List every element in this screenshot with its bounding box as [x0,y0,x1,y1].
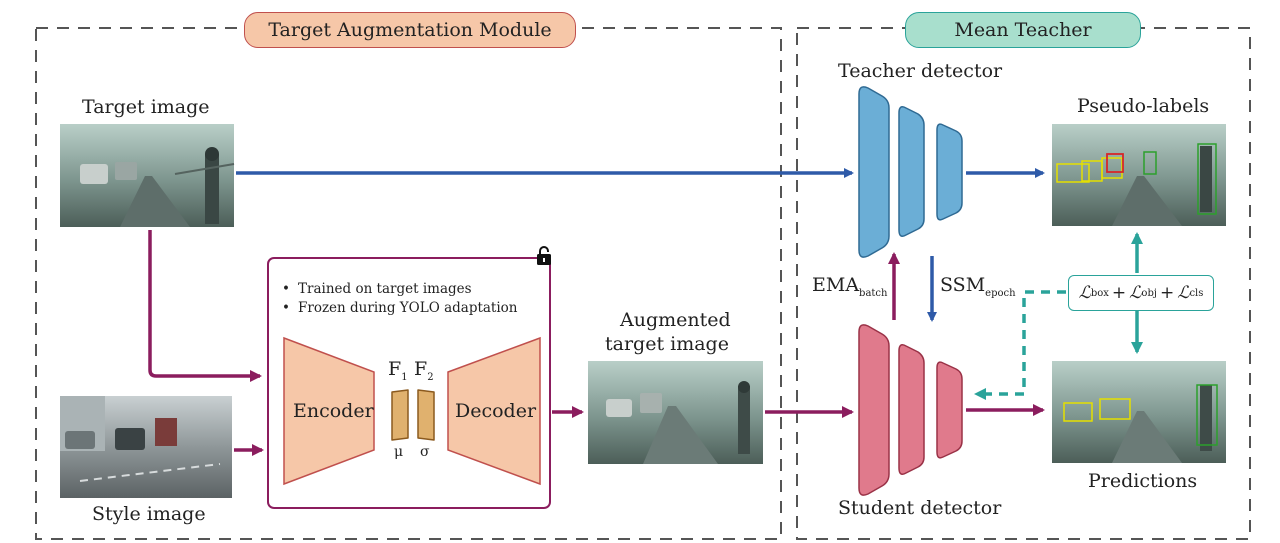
sigma-label: σ [420,444,430,460]
encoder-label: Encoder [293,400,374,422]
decoder-label: Decoder [455,400,537,422]
decoder-shape [447,336,541,486]
adain-bullets: •Trained on target images •Frozen during… [282,280,518,318]
teacher-bar-1 [858,86,890,258]
feature-block-1 [391,389,409,441]
ema-label: EMAbatch [812,274,888,299]
predictions-image [1052,361,1226,463]
arrow-loss-to-student [974,290,1066,400]
arrow-target-to-adain [148,230,262,382]
tam-title: Target Augmentation Module [244,12,576,48]
f2-label: F2 [414,358,434,383]
adain-box [267,257,551,509]
student-bar-1 [858,324,890,496]
encoder-shape [283,336,375,486]
style-image-label: Style image [92,503,206,525]
target-image [60,124,235,227]
bullet-frozen: •Frozen during YOLO adaptation [282,300,518,316]
pseudo-labels-label: Pseudo-labels [1077,95,1210,117]
target-image-label: Target image [82,96,210,118]
ssm-label: SSMepoch [940,274,1016,299]
teacher-bar-2 [898,106,925,237]
student-detector-label: Student detector [838,497,1002,519]
mu-label: μ [394,444,404,460]
pseudo-labels-image [1052,124,1226,226]
mt-title: Mean Teacher [905,12,1141,48]
teacher-detector-label: Teacher detector [838,60,1003,82]
augmented-label-line2: target image [605,333,729,355]
feature-block-2 [417,389,435,441]
predictions-label: Predictions [1088,470,1198,492]
bullet-trained: •Trained on target images [282,281,472,297]
student-bar-2 [898,344,925,475]
tam-module-box [35,27,782,540]
student-bar-3 [936,361,963,459]
augmented-image [588,361,763,464]
augmented-label-line1: Augmented [620,309,731,331]
style-image [60,396,232,498]
lock-icon [537,246,551,265]
f1-label: F1 [388,358,408,383]
teacher-bar-3 [936,123,963,221]
